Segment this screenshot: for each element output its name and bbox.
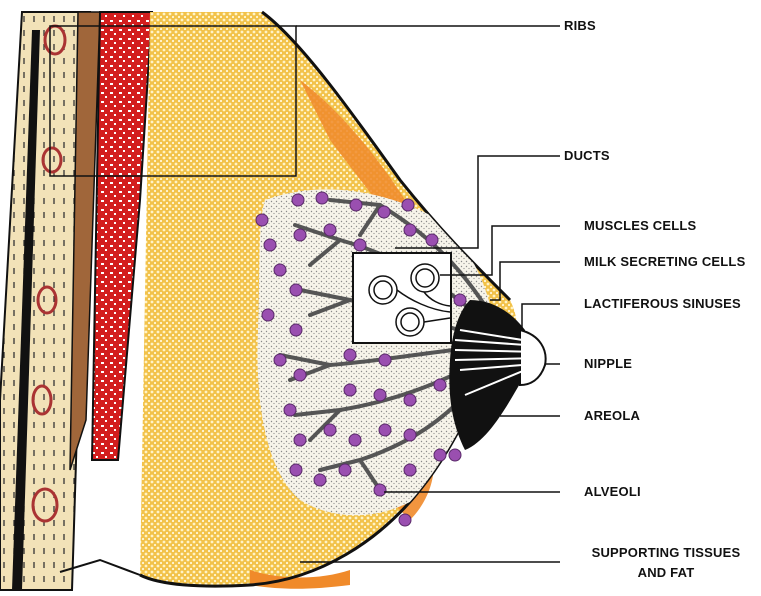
label-supporting-tissues-line1: SUPPORTING TISSUES xyxy=(580,543,752,563)
label-milk-secreting-cells: MILK SECRETING CELLS xyxy=(584,253,745,271)
label-supporting-tissues: SUPPORTING TISSUES AND FAT xyxy=(580,543,752,583)
label-alveoli: ALVEOLI xyxy=(584,483,641,501)
leader-lactiferous-sinuses xyxy=(522,304,560,330)
milk-cells-inset xyxy=(353,253,451,343)
leader-milk-secreting-cells xyxy=(490,262,560,300)
label-supporting-tissues-line2: AND FAT xyxy=(580,563,752,583)
label-ducts: DUCTS xyxy=(564,147,610,165)
label-muscles-cells: MUSCLES CELLS xyxy=(584,217,696,235)
label-nipple: NIPPLE xyxy=(584,355,632,373)
label-ribs: RIBS xyxy=(564,17,596,35)
pectoral-muscle xyxy=(92,12,152,460)
label-areola: AREOLA xyxy=(584,407,640,425)
label-lactiferous-sinuses: LACTIFEROUS SINUSES xyxy=(584,295,741,313)
